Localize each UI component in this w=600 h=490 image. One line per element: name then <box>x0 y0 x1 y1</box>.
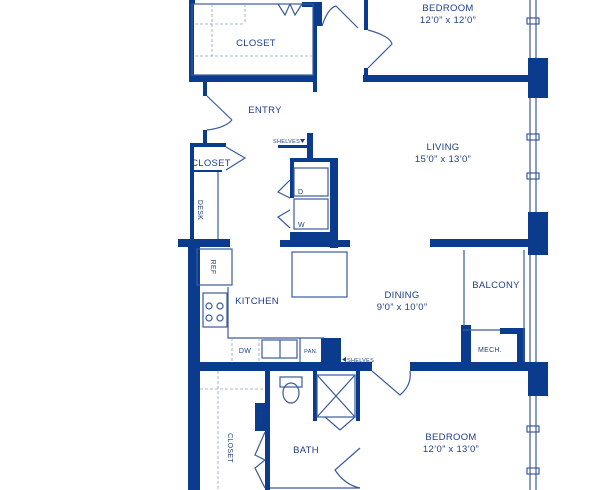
bedroom-bottom-label: BEDROOM <box>425 432 476 443</box>
refrigerator <box>196 248 233 286</box>
shelves-bottom-label: SHELVES <box>347 358 374 364</box>
bedroom-bottom-dims: 12’0” x 13’0” <box>423 444 479 455</box>
fixtures <box>191 3 500 490</box>
living-label: LIVING <box>427 142 460 153</box>
kitchen-island <box>291 251 348 298</box>
desk-label: DESK <box>196 200 203 220</box>
mech-label: MECH. <box>478 347 502 354</box>
ref-label: REF <box>209 260 216 275</box>
washer-label: W <box>298 222 305 229</box>
balcony-label: BALCONY <box>472 280 520 291</box>
shower <box>316 374 356 418</box>
dining-dims: 9’0” x 10’0” <box>377 302 428 313</box>
living-dims: 15’0” x 13’0” <box>415 154 471 165</box>
closet-top-label: CLOSET <box>236 38 276 49</box>
shelves-arrow-icon <box>342 357 346 362</box>
entry-label: ENTRY <box>248 105 282 116</box>
dw-label: DW <box>239 348 251 355</box>
kitchen-label: KITCHEN <box>235 296 279 307</box>
dining-label: DINING <box>384 290 419 301</box>
walls <box>178 0 548 490</box>
bedroom-top-dims: 12’0” x 12’0” <box>420 15 476 26</box>
toilet-tank <box>279 376 303 388</box>
room-labels: BEDROOM 12’0” x 12’0” CLOSET ENTRY LIVIN… <box>191 3 520 463</box>
washer <box>293 198 329 230</box>
shelves-arrow-icon <box>300 139 305 143</box>
dryer <box>293 167 329 197</box>
bath-label: BATH <box>293 445 319 456</box>
shelves-top-label: SHELVES <box>273 139 300 145</box>
pantry-label: PAN. <box>304 349 318 355</box>
bedroom-top-label: BEDROOM <box>422 3 473 14</box>
linen-label: LINEN <box>257 408 263 426</box>
closet-entry-label: CLOSET <box>191 158 231 169</box>
closet-bottom-label: CLOSET <box>226 433 233 463</box>
dryer-label: D <box>298 189 303 196</box>
toilet <box>282 382 300 404</box>
doors <box>206 3 411 489</box>
stove <box>202 292 228 328</box>
